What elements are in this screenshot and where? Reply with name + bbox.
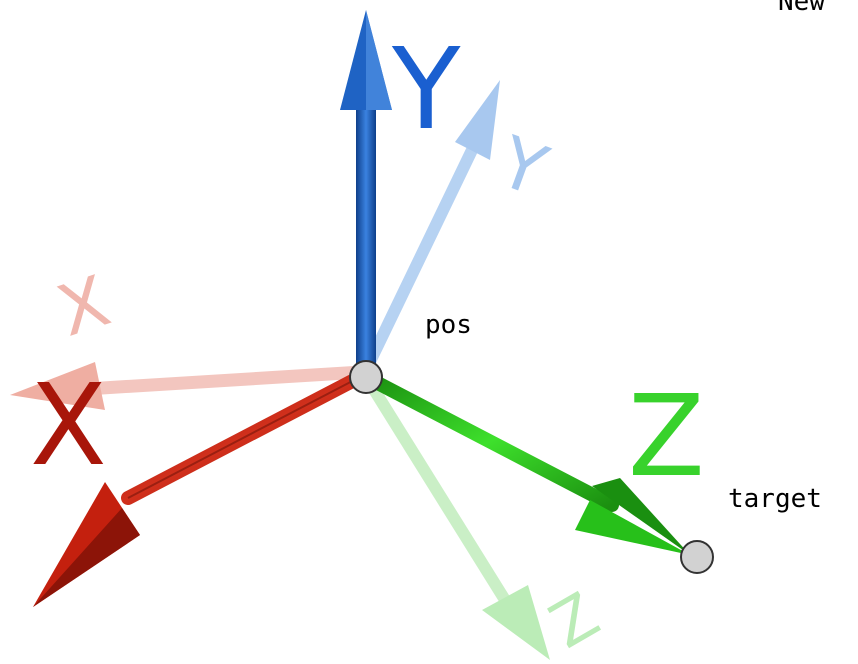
z-shaft [361,371,619,512]
faded-z-axis [362,374,550,660]
faded-y-letter: Y [488,120,557,212]
faded-x-arrowhead [10,362,105,410]
x-arrowhead [33,482,140,607]
current-frame: Y X Z [30,10,705,607]
faded-z-arrowhead [482,585,550,660]
faded-x-shaft [63,365,369,397]
z-letter: Z [628,372,705,502]
faded-y-shaft [360,144,478,376]
target-label: target [728,484,822,514]
target-point [680,540,714,574]
y-shaft [356,105,376,373]
pos-label: pos [425,310,472,340]
pos-point [349,360,383,394]
z-arrowhead [575,500,690,555]
y-letter: Y [391,25,461,155]
faded-y-arrowhead [455,80,500,160]
faded-x-axis [10,362,369,410]
faded-x-letter: X [48,260,119,353]
x-shaft [121,369,369,505]
faded-y-axis [360,80,500,376]
y-axis [340,10,392,373]
z-axis [361,371,690,555]
faded-z-letter: Z [538,578,611,662]
x-axis [33,369,369,607]
faded-z-shaft [362,374,511,606]
x-letter: X [30,361,107,491]
corner-label: New [778,0,825,17]
